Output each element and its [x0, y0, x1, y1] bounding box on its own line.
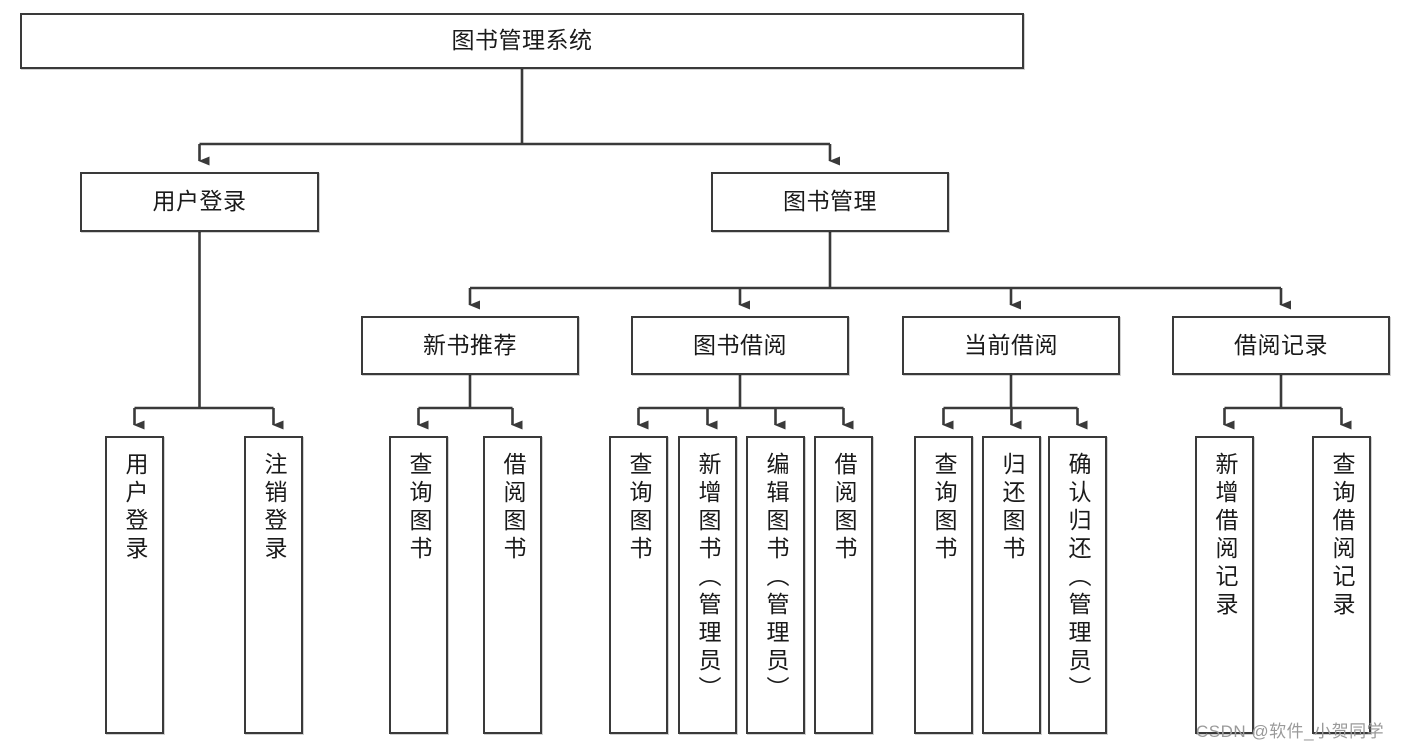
node-leaf-return-book[interactable]: 归还图书 [982, 436, 1041, 734]
node-label-leaf-query-book-2: 查询图书 [626, 452, 652, 564]
node-leaf-query-book-3[interactable]: 查询图书 [914, 436, 973, 734]
node-leaf-edit-book[interactable]: 编辑图书（管理员） [746, 436, 805, 734]
node-user-login[interactable]: 用户登录 [80, 172, 319, 232]
node-leaf-borrow-book-2[interactable]: 借阅图书 [814, 436, 873, 734]
node-leaf-query-book-1[interactable]: 查询图书 [389, 436, 448, 734]
node-label-borrow-record: 借阅记录 [1234, 331, 1328, 358]
node-label-leaf-query-record: 查询借阅记录 [1329, 452, 1355, 620]
node-label-leaf-return-book: 归还图书 [999, 452, 1025, 564]
node-label-current-borrow: 当前借阅 [964, 331, 1058, 358]
connector-bus-borrow-record [1224, 375, 1342, 410]
node-label-leaf-query-book-3: 查询图书 [931, 452, 957, 564]
connector-bus-current-borrow [943, 375, 1078, 410]
node-leaf-confirm-return[interactable]: 确认归还（管理员） [1048, 436, 1107, 734]
connector-bus-book-management [470, 232, 1281, 290]
node-book-borrow[interactable]: 图书借阅 [631, 316, 849, 375]
node-borrow-record[interactable]: 借阅记录 [1172, 316, 1390, 375]
node-book-management[interactable]: 图书管理 [711, 172, 949, 232]
node-label-leaf-query-book-1: 查询图书 [406, 452, 432, 564]
node-label-leaf-user-login: 用户登录 [122, 452, 148, 564]
node-label-book-borrow: 图书借阅 [693, 331, 787, 358]
connector-bus-book-borrow [638, 375, 844, 410]
connector-bus-root [199, 69, 830, 146]
node-label-root: 图书管理系统 [451, 27, 593, 54]
node-label-user-login: 用户登录 [152, 188, 247, 215]
csdn-watermark: CSDN @软件_小贺同学 [1196, 722, 1385, 741]
node-label-leaf-edit-book: 编辑图书（管理员） [763, 452, 789, 704]
node-label-leaf-add-book: 新增图书（管理员） [695, 452, 721, 704]
connector-bus-user-login [134, 232, 274, 410]
node-leaf-add-record[interactable]: 新增借阅记录 [1195, 436, 1254, 734]
node-leaf-user-login[interactable]: 用户登录 [105, 436, 164, 734]
node-label-leaf-borrow-book-1: 借阅图书 [500, 452, 526, 564]
node-label-leaf-confirm-return: 确认归还（管理员） [1065, 452, 1091, 704]
node-leaf-add-book[interactable]: 新增图书（管理员） [678, 436, 737, 734]
node-label-new-book-recommend: 新书推荐 [423, 331, 517, 358]
node-leaf-query-record[interactable]: 查询借阅记录 [1312, 436, 1371, 734]
node-root[interactable]: 图书管理系统 [20, 13, 1024, 69]
node-leaf-borrow-book-1[interactable]: 借阅图书 [483, 436, 542, 734]
node-label-book-management: 图书管理 [783, 188, 877, 215]
node-label-leaf-add-record: 新增借阅记录 [1212, 452, 1238, 620]
connector-bus-new-book-recommend [418, 375, 513, 410]
node-current-borrow[interactable]: 当前借阅 [902, 316, 1120, 375]
node-new-book-recommend[interactable]: 新书推荐 [361, 316, 579, 375]
node-leaf-user-logout[interactable]: 注销登录 [244, 436, 303, 734]
node-leaf-query-book-2[interactable]: 查询图书 [609, 436, 668, 734]
node-label-leaf-user-logout: 注销登录 [261, 452, 287, 564]
node-label-leaf-borrow-book-2: 借阅图书 [831, 452, 857, 564]
